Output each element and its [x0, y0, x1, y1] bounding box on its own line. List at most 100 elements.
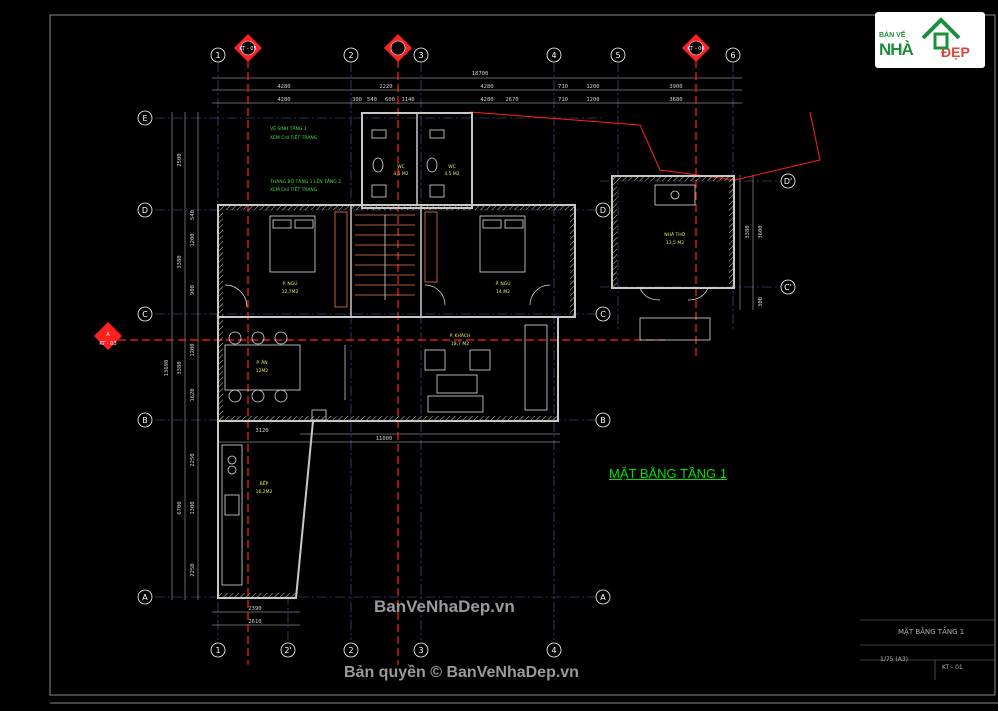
furniture-kitchen [221, 409, 327, 586]
title-block-name: MẶT BẰNG TẦNG 1 [898, 628, 965, 636]
room-kitchen-name: BẾP [260, 479, 269, 487]
dim-top-r1-0: 4280 [277, 84, 290, 90]
dim-left-10: 6700 [177, 501, 183, 514]
dim-left-8: 2250 [190, 453, 196, 466]
furniture-dining [224, 331, 301, 403]
room-kitchen-area: 16,2M2 [256, 489, 273, 495]
room-dining-area: 12M2 [256, 368, 269, 374]
wall-hatch [218, 176, 734, 598]
dim-top-r2-7: 710 [558, 97, 568, 103]
dim-top-r1-2: 4280 [480, 84, 493, 90]
room-altar-area: 13,5 M2 [666, 240, 684, 246]
grid-label-right-c: C [600, 310, 606, 319]
grid-label-right-cp: C' [784, 283, 792, 292]
dim-top-r1-4: 1200 [586, 84, 599, 90]
grid-label-left-d: D [142, 206, 148, 215]
title-block-sheet-number: KT - 01 [942, 664, 963, 671]
dim-top-r2-5: 4280 [480, 97, 493, 103]
dim-top-r2-0: 4280 [277, 97, 290, 103]
grid-label-left-c: C [142, 310, 148, 319]
brand-logo: BẢN VẼ NHÀ ĐẸP [875, 12, 985, 68]
grid-label-top-6: 6 [730, 51, 735, 60]
section-mark-kt05: KT - 05 [239, 46, 256, 52]
dim-left-0: 2500 [177, 153, 183, 166]
grid-label-bottom-2p: 2' [284, 646, 291, 655]
room-living-name: P. KHÁCH [450, 332, 471, 339]
dim-interior-1: 11000 [376, 436, 393, 442]
grid-label-right-dp: D' [784, 177, 792, 186]
dim-top-r1-3: 710 [558, 84, 568, 90]
note-stair-ref: XEM CHI TIẾT TRANG [270, 185, 318, 193]
room-wc2-name: WC [448, 164, 456, 170]
drawing-title: MẶT BẰNG TẦNG 1 [609, 466, 727, 481]
grid-label-top-4: 4 [551, 51, 556, 60]
note-wc-title: VỆ SINH TẦNG 1 [270, 124, 307, 132]
grid-label-bottom-2: 2 [348, 646, 353, 655]
grid-label-right-d: D [600, 206, 606, 215]
room-bed2-name: P. NGỦ [495, 279, 510, 287]
dim-top-r2-1: 300 [352, 97, 362, 103]
dimension-lines [171, 77, 754, 626]
section-mark-kt06: KT - 06 [687, 46, 704, 52]
house-icon [921, 17, 961, 50]
room-bed1-name: P. NGỦ [282, 279, 297, 287]
dim-top-r2-4: 1140 [401, 97, 414, 103]
section-cut-lines [118, 60, 697, 665]
grid-label-top-1: 1 [215, 51, 220, 60]
note-wc-ref: XEM CHI TIẾT TRANG [270, 133, 318, 141]
dim-top-r2-6: 2670 [505, 97, 518, 103]
dim-interior-0: 3120 [255, 428, 268, 434]
dim-left-12: 13690 [164, 360, 170, 377]
dim-left-1: 540 [190, 210, 196, 220]
dim-top-r2-9: 3680 [669, 97, 682, 103]
dim-top-total: 18700 [472, 71, 489, 77]
staircase [334, 211, 438, 308]
room-altar-name: NHÀ THỜ [664, 231, 686, 238]
dim-left-6: 3380 [177, 361, 183, 374]
title-block-scale: 1/75 (A3) [880, 656, 908, 663]
dim-left-3: 3380 [177, 255, 183, 268]
grid-label-left-e: E [142, 114, 147, 123]
dim-right-2: 300 [758, 297, 764, 307]
grid-label-bottom-3: 3 [418, 646, 423, 655]
grid-label-top-5: 5 [615, 51, 620, 60]
grid-label-bottom-4: 4 [551, 646, 556, 655]
dim-top-r1-5: 3900 [669, 84, 682, 90]
dim-left-9: 1300 [190, 501, 196, 514]
grid-label-left-b: B [142, 416, 148, 425]
room-bed2-area: 14 M2 [496, 289, 510, 295]
room-wc2-area: 4,5 M2 [444, 171, 459, 177]
dim-top-r1-1: 2220 [379, 84, 392, 90]
dim-bottom-0: 2390 [248, 606, 261, 612]
furniture-sofa [424, 324, 548, 413]
section-mark-kt03: KT - 03 [99, 341, 116, 347]
grid-label-left-a: A [142, 593, 148, 602]
section-mark-a: A [106, 332, 110, 338]
grid-label-top-2: 2 [348, 51, 353, 60]
walls [217, 112, 735, 599]
room-wc1-name: WC [397, 164, 405, 170]
dim-bottom-1: 2610 [248, 619, 261, 625]
watermark-copyright: Bản quyền © BanVeNhaDep.vn [344, 664, 579, 681]
dim-left-7: 1620 [190, 388, 196, 401]
dim-right-0: 3380 [745, 225, 751, 238]
grid-bubbles [137, 47, 796, 658]
furniture-beds [269, 215, 526, 273]
furniture-wc [371, 129, 445, 198]
furniture-altar [639, 184, 711, 341]
dim-left-2: 1200 [190, 233, 196, 246]
logo-line2: NHÀ [879, 40, 914, 59]
doors [224, 284, 551, 400]
dim-top-r2-8: 1200 [586, 97, 599, 103]
dim-right-1: 3600 [758, 225, 764, 238]
grid-label-right-a: A [600, 593, 606, 602]
grid-label-top-3: 3 [418, 51, 423, 60]
dim-top-r2-3: 600 [385, 97, 395, 103]
note-stair-title: THANG BỘ TẦNG 1 LÊN TẦNG 2 [269, 177, 341, 185]
title-block [860, 619, 995, 680]
room-living-area: 18,7 M2 [451, 341, 469, 347]
logo-line1: BẢN VẼ [879, 32, 906, 39]
boundary-line [469, 111, 821, 181]
dim-top-r2-2: 540 [367, 97, 377, 103]
